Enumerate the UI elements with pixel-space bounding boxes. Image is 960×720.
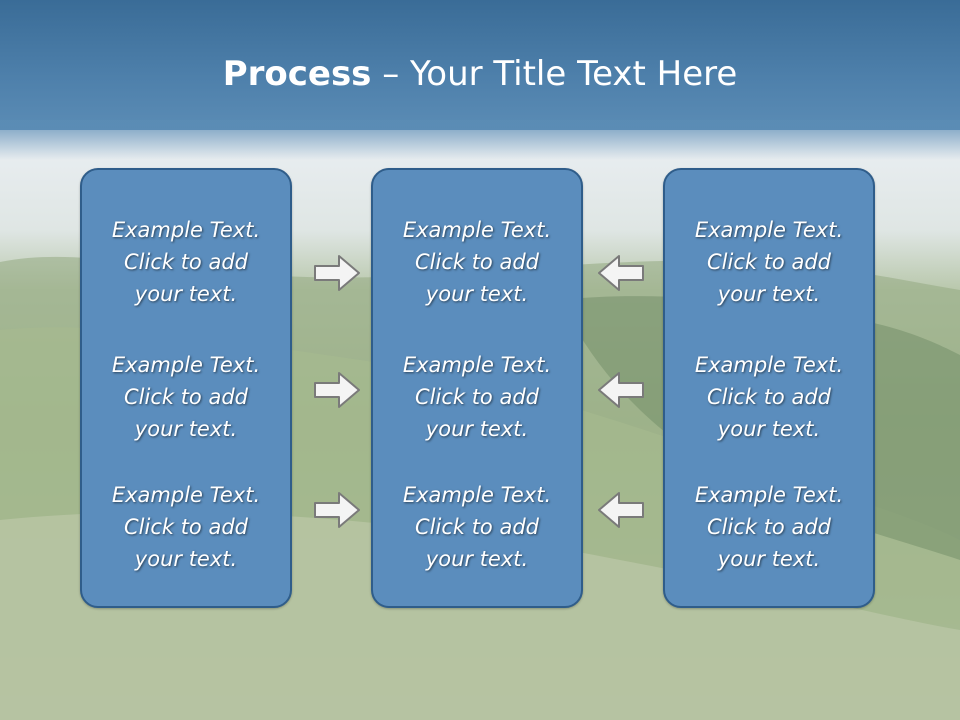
arrow-left-icon[interactable] xyxy=(597,253,645,293)
panel-text-block[interactable]: Example Text. Click to add your text. xyxy=(373,349,581,445)
process-panel-center[interactable]: Example Text. Click to add your text. Ex… xyxy=(371,168,583,608)
arrow-right-icon[interactable] xyxy=(313,253,361,293)
panel-text-block[interactable]: Example Text. Click to add your text. xyxy=(373,214,581,310)
text-line: your text. xyxy=(134,547,238,571)
text-line: your text. xyxy=(717,282,821,306)
text-line: Example Text. xyxy=(111,353,261,377)
text-line: Example Text. xyxy=(694,353,844,377)
text-line: your text. xyxy=(134,282,238,306)
text-line: Example Text. xyxy=(402,353,552,377)
panel-text-block[interactable]: Example Text. Click to add your text. xyxy=(373,479,581,575)
process-panel-left[interactable]: Example Text. Click to add your text. Ex… xyxy=(80,168,292,608)
panel-text-block[interactable]: Example Text. Click to add your text. xyxy=(82,479,290,575)
text-line: Click to add xyxy=(414,250,539,274)
panel-text-block[interactable]: Example Text. Click to add your text. xyxy=(665,349,873,445)
text-line: Click to add xyxy=(706,250,831,274)
panel-text-block[interactable]: Example Text. Click to add your text. xyxy=(82,349,290,445)
process-panel-right[interactable]: Example Text. Click to add your text. Ex… xyxy=(663,168,875,608)
text-line: your text. xyxy=(425,547,529,571)
title-bar xyxy=(0,0,960,130)
text-line: your text. xyxy=(425,417,529,441)
panel-text-block[interactable]: Example Text. Click to add your text. xyxy=(82,214,290,310)
text-line: your text. xyxy=(134,417,238,441)
text-line: Example Text. xyxy=(402,483,552,507)
slide-title-bold: Process xyxy=(222,54,372,94)
text-line: your text. xyxy=(425,282,529,306)
text-line: Example Text. xyxy=(694,218,844,242)
text-line: your text. xyxy=(717,547,821,571)
text-line: Click to add xyxy=(706,385,831,409)
slide-title[interactable]: Process – Your Title Text Here xyxy=(0,52,960,96)
text-line: Example Text. xyxy=(694,483,844,507)
text-line: Click to add xyxy=(123,385,248,409)
text-line: Click to add xyxy=(123,250,248,274)
panel-text-block[interactable]: Example Text. Click to add your text. xyxy=(665,479,873,575)
text-line: Click to add xyxy=(123,515,248,539)
arrow-left-icon[interactable] xyxy=(597,370,645,410)
text-line: Click to add xyxy=(706,515,831,539)
text-line: your text. xyxy=(717,417,821,441)
text-line: Example Text. xyxy=(402,218,552,242)
arrow-right-icon[interactable] xyxy=(313,370,361,410)
arrow-left-icon[interactable] xyxy=(597,490,645,530)
text-line: Example Text. xyxy=(111,483,261,507)
arrow-right-icon[interactable] xyxy=(313,490,361,530)
text-line: Click to add xyxy=(414,515,539,539)
text-line: Example Text. xyxy=(111,218,261,242)
title-bar-fade xyxy=(0,120,960,160)
slide-title-rest: – Your Title Text Here xyxy=(371,54,738,94)
text-line: Click to add xyxy=(414,385,539,409)
panel-text-block[interactable]: Example Text. Click to add your text. xyxy=(665,214,873,310)
